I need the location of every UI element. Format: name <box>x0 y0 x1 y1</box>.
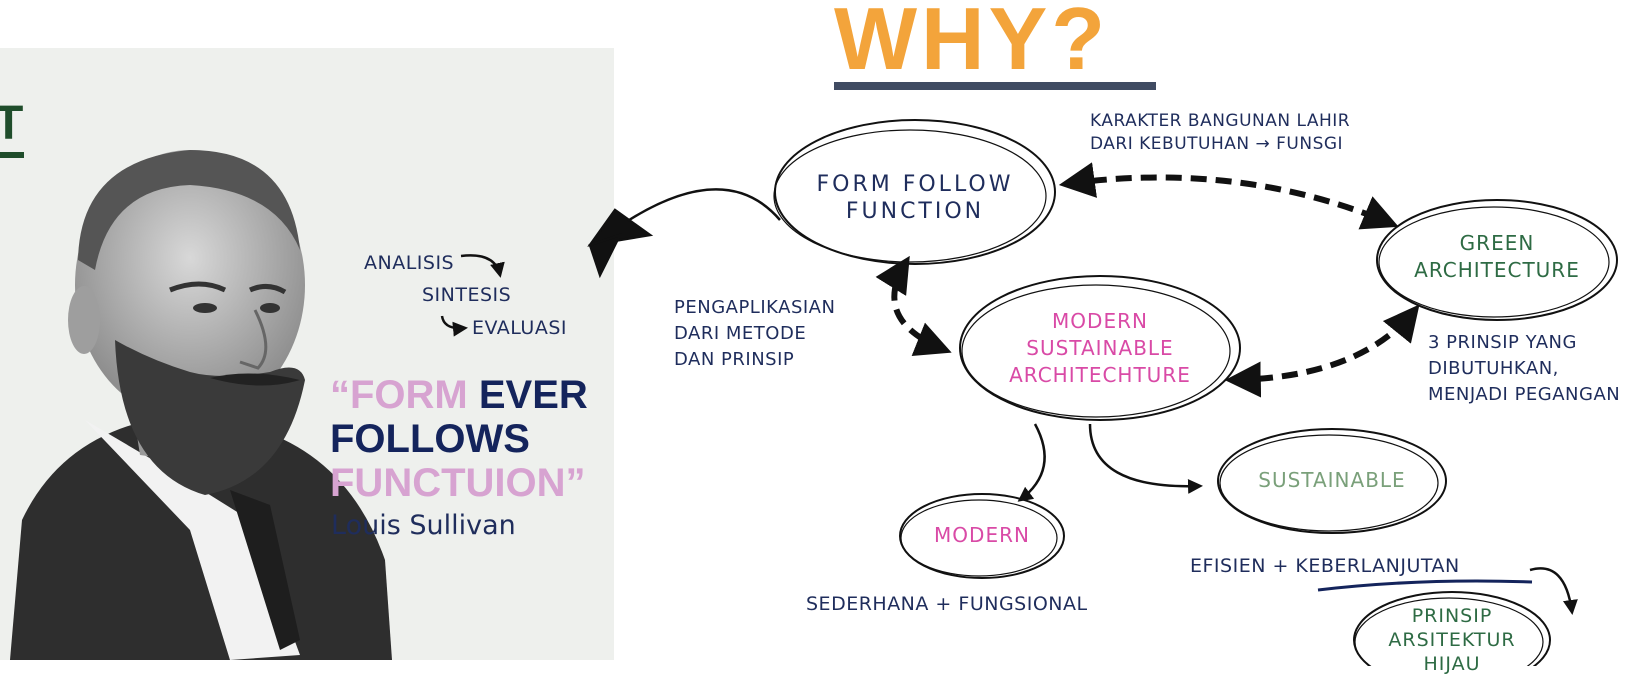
quote-ever: EVER <box>478 373 588 417</box>
outline-green-architecture <box>1376 199 1618 321</box>
step-evaluasi: EVALUASI <box>472 317 567 339</box>
node-form-follow-function: FORM FOLLOW FUNCTION <box>816 172 1014 224</box>
arrow-to-sustainable <box>1088 423 1203 494</box>
quote-form: “FORM <box>330 373 479 417</box>
arrow-form-modern-sustainable <box>875 255 952 357</box>
note-karakter: KARAKTER BANGUNAN LAHIR DARI KEBUTUHAN →… <box>1090 111 1351 154</box>
page-title: WHY? <box>834 0 1110 88</box>
arrow-form-green <box>1058 162 1399 230</box>
quote-author: Louis Sullivan <box>331 510 516 541</box>
node-modern-sustainable-architechture: MODERN SUSTAINABLE ARCHITECHTURE <box>1009 309 1191 387</box>
node-modern: MODERN <box>934 523 1030 547</box>
cut-off-heading-letter: T <box>0 97 24 150</box>
solid-arrows <box>440 188 1578 615</box>
arrow-to-prinsip <box>1529 567 1578 615</box>
node-prinsip-arsitektur-hijau: PRINSIP ARSITEKTUR HIJAU <box>1388 605 1516 675</box>
quote-line-1: “FORM EVER <box>330 373 588 417</box>
node-outlines <box>773 119 1618 666</box>
quote-functuion: FUNCTUION” <box>330 461 586 505</box>
arrow-green-modern-sustainable <box>1224 304 1420 398</box>
arrow-analisis-sintesis <box>460 254 505 278</box>
dashed-arrows <box>875 162 1420 398</box>
note-pengaplikasian: PENGAPLIKASIAN DARI METODE DAN PRINSIP <box>674 297 836 370</box>
cut-off-heading-underline <box>0 152 24 158</box>
note-sederhana: SEDERHANA + FUNGSIONAL <box>806 593 1088 615</box>
note-efisien: EFISIEN + KEBERLANJUTAN <box>1190 555 1460 577</box>
node-sustainable: SUSTAINABLE <box>1258 468 1406 492</box>
step-sintesis: SINTESIS <box>422 284 512 306</box>
outline-sustainable <box>1217 428 1447 534</box>
title-underline <box>834 82 1156 90</box>
arrow-sintesis-evaluasi <box>440 315 468 337</box>
step-analisis: ANALISIS <box>364 252 455 274</box>
outline-modern <box>899 493 1065 579</box>
node-green-architecture: GREEN ARCHITECTURE <box>1414 231 1580 282</box>
note-tiga-prinsip: 3 PRINSIP YANG DIBUTUHKAN, MENJADI PEGAN… <box>1428 332 1621 405</box>
efisien-underline <box>1317 579 1533 592</box>
quote-follows: FOLLOWS <box>330 417 530 461</box>
arrow-to-modern <box>1017 423 1046 502</box>
outline-prinsip-arsitektur <box>1353 591 1551 666</box>
